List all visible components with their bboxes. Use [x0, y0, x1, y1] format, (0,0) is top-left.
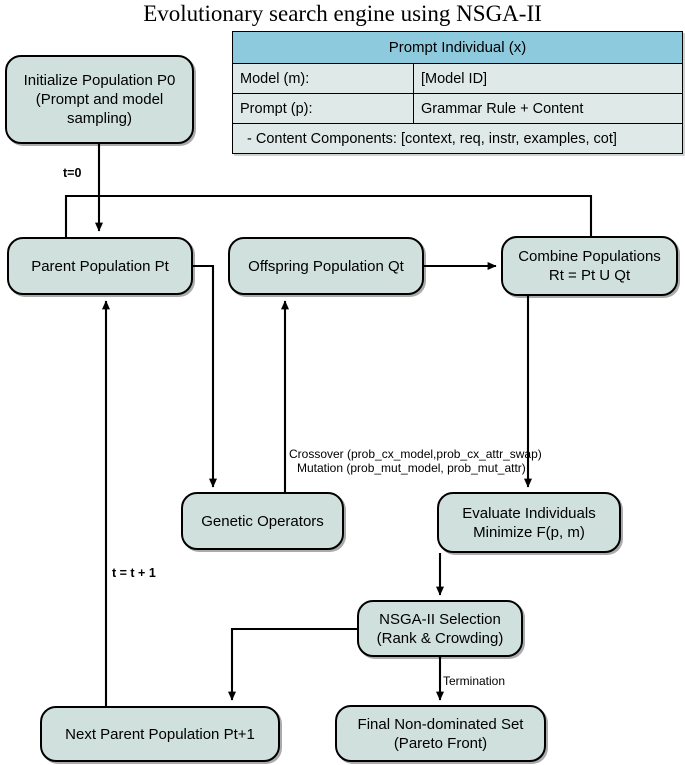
table-header-row: Prompt Individual (x) — [232, 31, 683, 64]
node-nsga-selection[interactable]: NSGA-II Selection (Rank & Crowding) — [357, 600, 523, 657]
node-offspring-population[interactable]: Offspring Population Qt — [228, 237, 424, 295]
node-next-parent-population-label: Next Parent Population Pt+1 — [65, 725, 255, 743]
node-parent-population-label: Parent Population Pt — [31, 257, 169, 275]
edge-top-rail — [64, 194, 593, 240]
node-evaluate-individuals[interactable]: Evaluate Individuals Minimize F(p, m) — [437, 492, 621, 553]
prompt-row-prompt-value: Grammar Rule + Content — [413, 93, 683, 124]
node-genetic-operators[interactable]: Genetic Operators — [181, 492, 344, 550]
node-offspring-population-label: Offspring Population Qt — [248, 257, 404, 275]
node-next-parent-population[interactable]: Next Parent Population Pt+1 — [40, 706, 280, 762]
table-row: Model (m): [Model ID] — [232, 63, 683, 94]
node-final-nondominated-set[interactable]: Final Non-dominated Set (Pareto Front) — [335, 705, 546, 762]
page-title: Evolutionary search engine using NSGA-II — [143, 1, 542, 26]
prompt-individual-header: Prompt Individual (x) — [232, 31, 683, 64]
node-initialize-population-label: Initialize Population P0 (Prompt and mod… — [23, 72, 176, 127]
prompt-individual-table: Prompt Individual (x) Model (m): [Model … — [232, 31, 683, 154]
prompt-row-model-key: Model (m): — [232, 63, 414, 94]
edge-selection-to-next-parent — [228, 627, 357, 701]
node-genetic-operators-label: Genetic Operators — [201, 512, 324, 530]
edge-label-crossover: Crossover (prob_cx_model,prob_cx_attr_sw… — [289, 447, 542, 461]
node-nsga-selection-label: NSGA-II Selection (Rank & Crowding) — [376, 610, 504, 647]
edge-parent-to-genetic — [192, 264, 217, 488]
node-parent-population[interactable]: Parent Population Pt — [7, 237, 193, 295]
edge-label-t-increment: t = t + 1 — [112, 566, 156, 580]
node-combine-populations-label: Combine Populations Rt = Pt U Qt — [518, 248, 661, 284]
prompt-row-model-value: [Model ID] — [413, 63, 683, 94]
edge-label-t-zero: t=0 — [63, 166, 82, 180]
node-final-nondominated-set-label: Final Non-dominated Set (Pareto Front) — [357, 715, 524, 752]
node-evaluate-individuals-label: Evaluate Individuals Minimize F(p, m) — [462, 504, 596, 541]
edge-label-termination: Termination — [443, 674, 506, 688]
prompt-content-components: - Content Components: [context, req, ins… — [232, 123, 683, 154]
table-footer-row: - Content Components: [context, req, ins… — [232, 123, 683, 154]
prompt-row-prompt-key: Prompt (p): — [232, 93, 414, 124]
node-initialize-population[interactable]: Initialize Population P0 (Prompt and mod… — [5, 55, 194, 144]
node-combine-populations[interactable]: Combine Populations Rt = Pt U Qt — [501, 236, 678, 296]
table-row: Prompt (p): Grammar Rule + Content — [232, 93, 683, 124]
edge-label-mutation: Mutation (prob_mut_model, prob_mut_attr) — [297, 461, 526, 475]
